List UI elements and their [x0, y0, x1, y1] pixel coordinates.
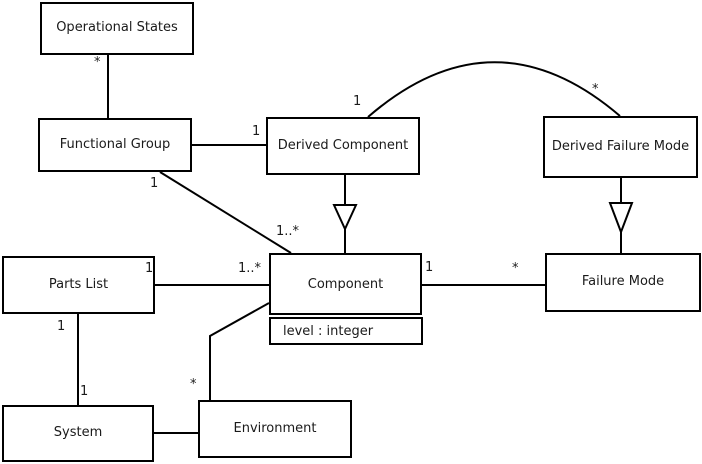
multiplicity-label: 1: [150, 176, 159, 191]
inheritance-triangle-icon: [332, 204, 358, 232]
class-component[interactable]: Component level : integer: [269, 253, 423, 345]
class-derived-component[interactable]: Derived Component: [266, 117, 420, 175]
class-name-label: System: [53, 425, 103, 441]
multiplicity-label: 1: [57, 319, 66, 334]
multiplicity-label: 1..*: [238, 261, 262, 276]
class-functional-group[interactable]: Functional Group: [38, 118, 192, 172]
multiplicity-label: 1..*: [276, 224, 300, 239]
class-parts-list[interactable]: Parts List: [2, 256, 155, 314]
class-name-label: Environment: [233, 420, 317, 436]
class-operational-states[interactable]: Operational States: [40, 2, 194, 55]
class-name-label: Operational States: [56, 20, 178, 36]
multiplicity-label: 1: [252, 124, 261, 139]
class-derived-failure-mode[interactable]: Derived Failure Mode: [543, 116, 698, 178]
multiplicity-label: 1: [145, 261, 154, 276]
class-name-label: Component: [307, 276, 384, 292]
multiplicity-label: 1: [80, 384, 89, 399]
class-name-label: Derived Component: [277, 137, 409, 153]
association-environment-component: [209, 302, 270, 400]
inheritance-triangle-icon: [608, 202, 634, 235]
multiplicity-label: *: [512, 261, 519, 276]
multiplicity-label: *: [190, 377, 197, 392]
class-attribute-label: level : integer: [283, 323, 374, 339]
class-failure-mode[interactable]: Failure Mode: [545, 253, 701, 312]
multiplicity-label: 1: [425, 260, 434, 275]
class-attribute-compartment: level : integer: [269, 317, 423, 345]
class-system[interactable]: System: [2, 405, 154, 462]
association-functional-group-component: [159, 171, 292, 254]
class-name-label: Parts List: [48, 276, 109, 292]
generalization-derived-failure-mode-failure-mode: [608, 178, 634, 253]
class-name-compartment: Component: [269, 253, 422, 315]
multiplicity-label: *: [94, 55, 101, 70]
multiplicity-label: *: [592, 82, 599, 97]
multiplicity-label: 1: [353, 94, 362, 109]
generalization-derived-component-component: [332, 175, 358, 253]
class-name-label: Derived Failure Mode: [551, 138, 690, 154]
class-environment[interactable]: Environment: [198, 400, 352, 458]
class-name-label: Functional Group: [59, 136, 171, 152]
class-name-label: Failure Mode: [581, 274, 665, 290]
association-derived-component-derived-failure-mode-arc: [367, 61, 621, 118]
